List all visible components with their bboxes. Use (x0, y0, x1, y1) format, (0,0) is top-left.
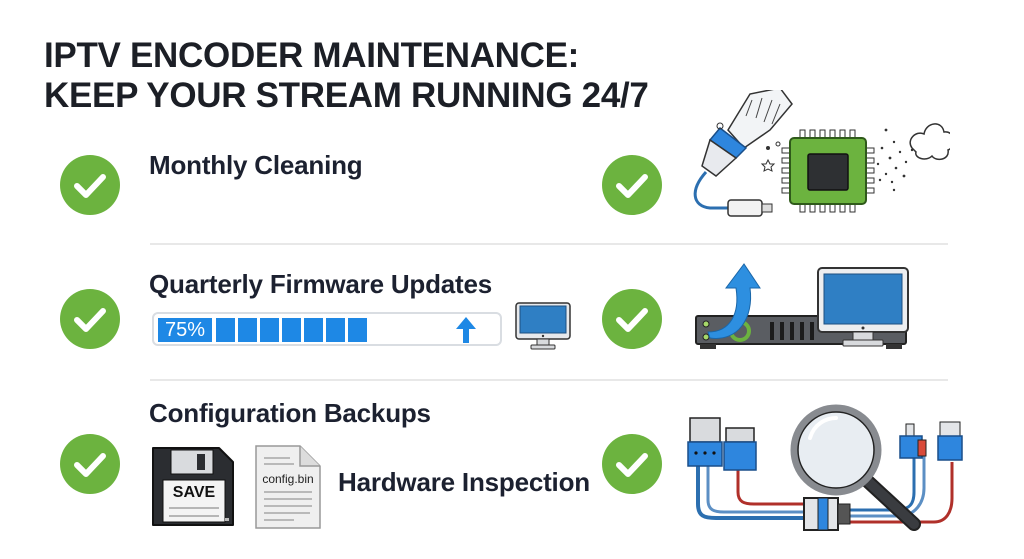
progress-segment (304, 318, 323, 342)
monitor-icon (514, 301, 572, 356)
encoder-update-monitor-icon (690, 258, 920, 358)
progress-segment (326, 318, 345, 342)
check-icon (602, 289, 662, 349)
upload-arrow-icon (456, 317, 476, 343)
task-monthly-cleaning: Monthly Cleaning (149, 150, 363, 180)
task-quarterly-firmware-updates: Quarterly Firmware Updates (149, 269, 493, 299)
dust-brush-chip-icon (680, 87, 955, 220)
check-icon (60, 155, 120, 215)
task-configuration-backups: Configuration Backups (149, 398, 431, 428)
progress-percent-label: 75% (158, 318, 212, 342)
floppy-save-label: SAVE (172, 484, 216, 501)
section-divider (150, 379, 948, 381)
check-icon (60, 434, 120, 494)
progress-segment (238, 318, 257, 342)
check-icon (60, 289, 120, 349)
floppy-disk-icon: SAVE (149, 446, 235, 529)
progress-segment (348, 318, 367, 342)
config-file-icon: config.bin (254, 444, 322, 530)
firmware-progress-bar: 75% (152, 312, 502, 346)
progress-segment (282, 318, 301, 342)
page-title-line-1: IPTV ENCODER MAINTENANCE: (44, 36, 580, 75)
progress-segment (260, 318, 279, 342)
config-file-name: config.bin (262, 472, 314, 486)
progress-segment (216, 318, 235, 342)
section-divider (150, 243, 948, 245)
page-title-line-2: KEEP YOUR STREAM RUNNING 24/7 (44, 76, 649, 115)
task-hardware-inspection: Hardware Inspection (338, 467, 590, 497)
check-icon (602, 155, 662, 215)
magnifier-cables-icon (684, 392, 964, 537)
check-icon (602, 434, 662, 494)
